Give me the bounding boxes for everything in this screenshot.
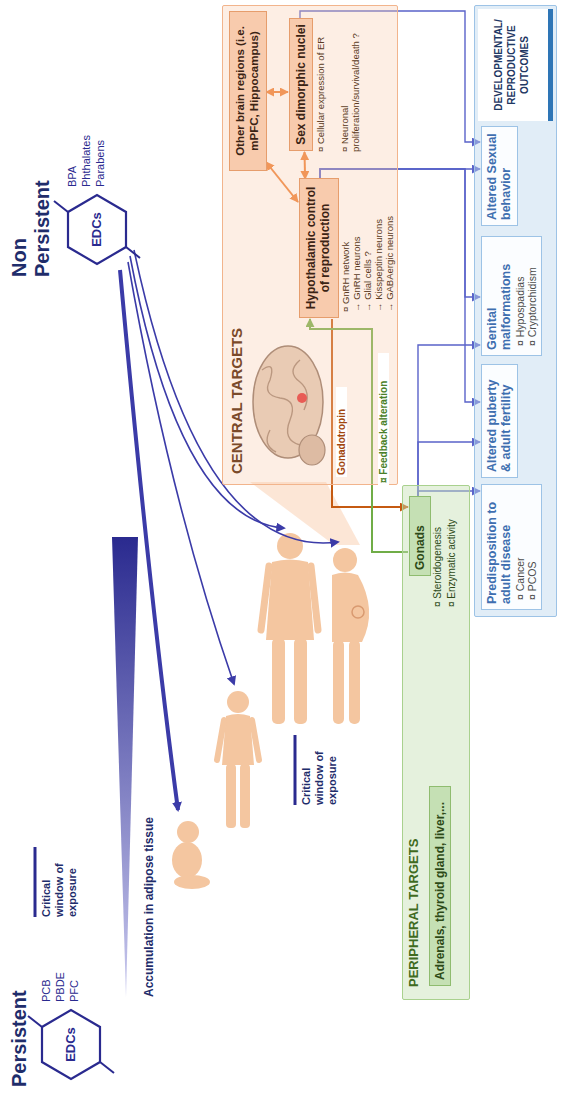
child-arms xyxy=(217,720,259,760)
brain-box: Hypothalamic control of reproduction xyxy=(299,178,339,318)
exposure-arrow xyxy=(128,262,234,684)
mother-leg xyxy=(333,640,344,724)
node-text: ¤ Cryptorchidism xyxy=(526,242,538,350)
node-text: Adrenals, thyroid gland, liver,... xyxy=(433,792,447,980)
node-text: Altered Sexual behavior xyxy=(485,132,514,220)
node-text: ¤ PCOS xyxy=(526,490,538,604)
node-text: Altered puberty & adult fertility xyxy=(485,370,514,472)
text-label: → GABAergic neurons xyxy=(385,179,396,312)
edge-label: ¤ Feedback alteration xyxy=(378,353,389,485)
outcome-box: Altered puberty & adult fertility xyxy=(481,364,518,478)
node-text: ¤ Hypospadias xyxy=(514,242,526,350)
outcome-box: Predisposition to adult disease¤ Cancer¤… xyxy=(481,484,542,610)
connector-arrow xyxy=(418,345,480,497)
node-text: ¤ Cancer xyxy=(514,490,526,604)
node-text: Genital malformations xyxy=(485,242,514,350)
mother-leg xyxy=(349,640,360,724)
baby-legs xyxy=(174,875,210,889)
text-label: ¤ Steroidogenesis xyxy=(432,499,444,607)
text-label: ¤ Cellular expression of ER xyxy=(316,17,327,152)
text-label: Accumulation in adipose tissue xyxy=(142,737,156,997)
adult-leg xyxy=(294,638,307,724)
node-text: PERIPHERAL TARGETS xyxy=(406,839,421,987)
target-panel: CENTRAL TARGETS Other brain regions (i.e.… xyxy=(222,5,398,485)
text-label: Parabens xyxy=(94,107,107,187)
node-text: EDCs xyxy=(36,1007,106,1082)
adult-leg xyxy=(272,638,285,724)
text-label: Critical window of exposure xyxy=(40,845,80,917)
node-text: EDCs xyxy=(62,192,132,267)
text-label: ¤ Neuronal proliferation/survival/death … xyxy=(340,17,362,152)
child-leg xyxy=(240,764,250,828)
molecule-hexagon: EDCs xyxy=(62,192,132,267)
text-label: BPA xyxy=(66,107,79,187)
adult-arms xyxy=(261,566,318,630)
baby-body xyxy=(172,842,202,878)
text-label: PFC xyxy=(68,952,81,1002)
text-label: → GnRH neurons xyxy=(352,179,363,312)
human-figures xyxy=(172,533,369,889)
text-label: Phthalates xyxy=(80,107,93,187)
node-text: Hypothalamic control of reproduction xyxy=(304,184,333,312)
zoom-cone xyxy=(250,482,360,545)
text-label: Persistent xyxy=(8,967,31,1087)
node-text: Gonads xyxy=(413,502,427,570)
mother-head xyxy=(333,548,357,572)
edge-label: Gonadotropin xyxy=(336,387,347,477)
text-label: ¤ GnRH network xyxy=(341,179,352,312)
text-label: Critical window of exposure xyxy=(300,733,340,805)
node-text: Other brain regions (i.e. mPFC, Hippocam… xyxy=(234,17,262,165)
node-text: DEVELOPMENTAL/ REPRODUCTIVE OUTCOMES xyxy=(478,9,553,121)
outcome-panel: DEVELOPMENTAL/ REPRODUCTIVE OUTCOMES Alte… xyxy=(474,5,557,617)
outcome-box: Genital malformations¤ Hypospadias¤ Cryp… xyxy=(481,236,542,356)
brain-box: Sex dimorphic nuclei xyxy=(289,18,313,151)
child-leg xyxy=(226,764,236,828)
accumulation-wedge xyxy=(112,537,138,997)
text-label: → Kisspeptin neurons xyxy=(374,179,385,312)
adult-body xyxy=(266,560,314,641)
organ-box: Gonads xyxy=(409,496,431,576)
text-label: ¤ Enzymatic activity xyxy=(446,499,458,607)
fetus xyxy=(352,606,364,618)
baby-head xyxy=(177,821,199,843)
molecule-hexagon: EDCs xyxy=(36,1007,106,1082)
window-bar xyxy=(294,735,297,805)
organ-box: Adrenals, thyroid gland, liver,... xyxy=(429,786,451,986)
node-text: Sex dimorphic nuclei xyxy=(294,24,308,145)
outcome-box: Altered Sexual behavior xyxy=(481,126,518,226)
node-text: CENTRAL TARGETS xyxy=(228,328,245,474)
mother-body xyxy=(332,573,369,643)
text-label: → Glial cells ? xyxy=(363,179,374,312)
child-head xyxy=(227,691,249,713)
brain-box: Other brain regions (i.e. mPFC, Hippocam… xyxy=(229,11,267,171)
child-body xyxy=(222,714,254,765)
node-text: Predisposition to adult disease xyxy=(485,490,514,604)
window-bar xyxy=(34,847,37,917)
text-label: PCB xyxy=(40,952,53,1002)
text-label: PBDE xyxy=(54,952,67,1002)
text-label: Non Persistent xyxy=(8,167,54,277)
